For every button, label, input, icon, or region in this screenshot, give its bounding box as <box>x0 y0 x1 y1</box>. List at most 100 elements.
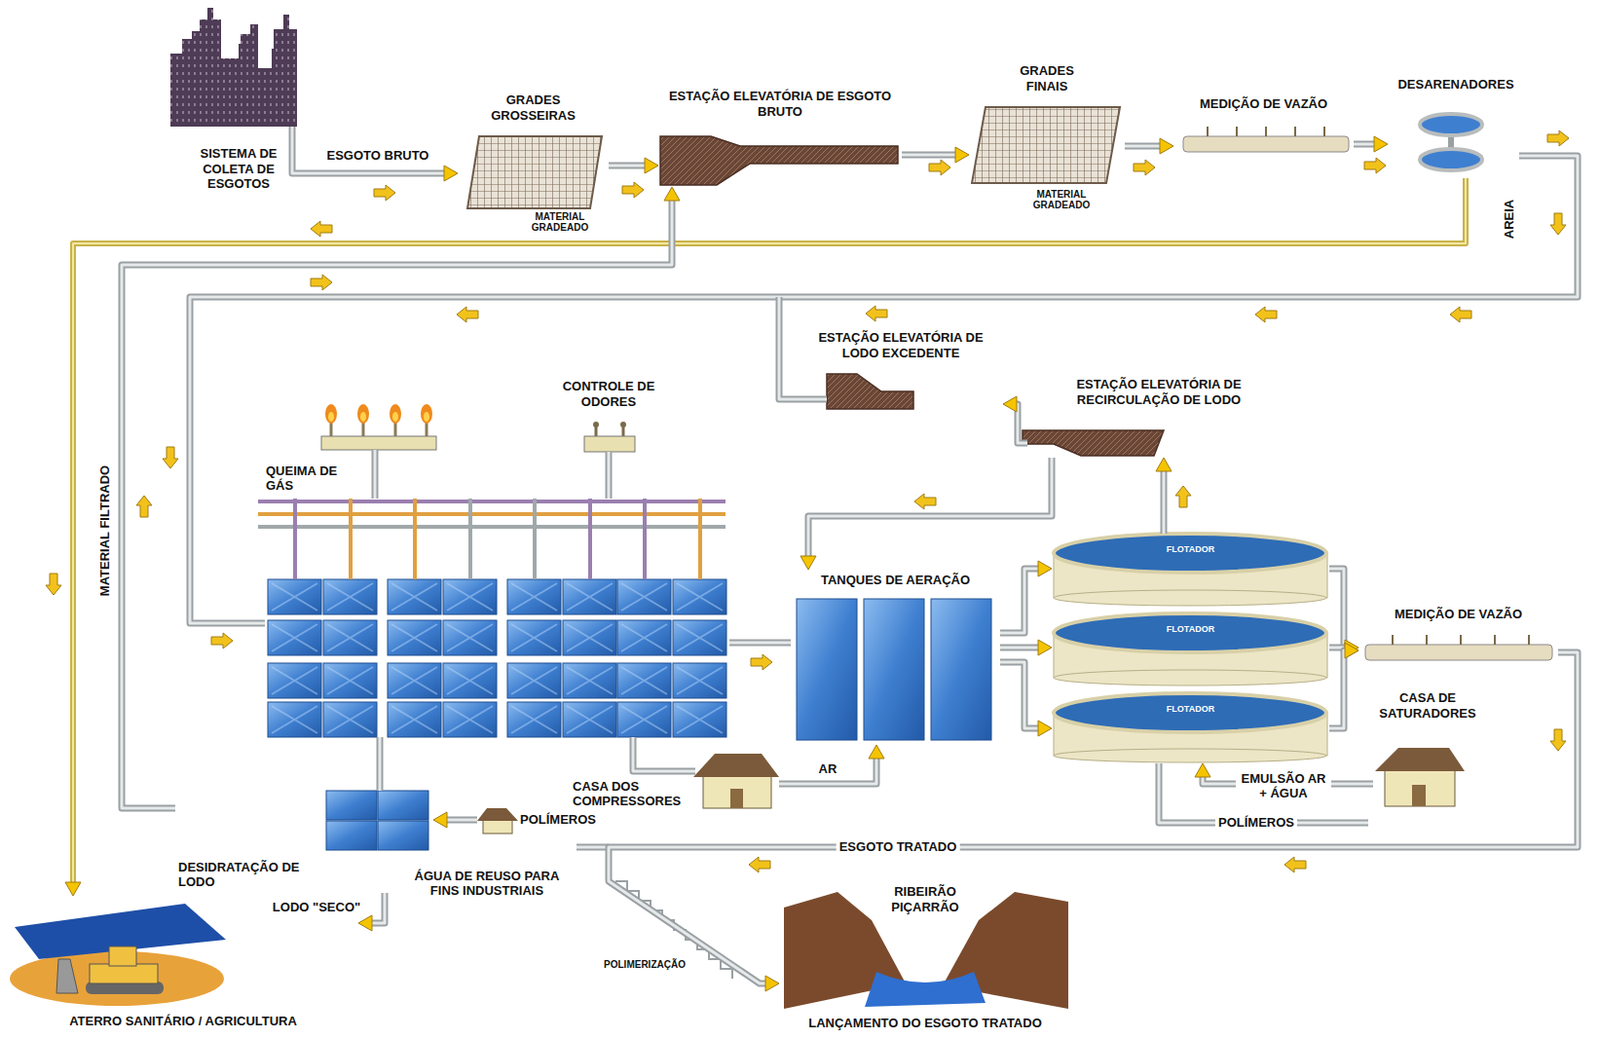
pipe-connector <box>1124 138 1174 154</box>
grit-chamber <box>1419 113 1483 136</box>
reactor-array <box>391 624 438 652</box>
plant-unit: CASA DE SATURADORES <box>1373 687 1483 812</box>
pipe-line <box>632 737 696 772</box>
unit-label: DESARENADORES <box>1397 76 1514 93</box>
flow-arrow <box>929 159 951 176</box>
grit-chamber <box>1419 113 1483 171</box>
unit-label: GRADES FINAIS <box>998 63 1096 94</box>
gas-flare <box>420 404 433 424</box>
plant-unit: POLÍMEROS <box>477 804 599 836</box>
reactor-array <box>271 706 318 734</box>
plant-unit: QUEIMA DE GÁS <box>262 401 453 497</box>
reactor-array <box>327 583 373 611</box>
pipe-connector <box>868 744 885 759</box>
reactor-array <box>391 706 438 734</box>
plant-unit: MEDIÇÃO DE VAZÃO <box>1358 603 1559 665</box>
pipe-connector <box>644 157 659 174</box>
pipe-line <box>729 641 791 645</box>
reactor-array <box>566 583 613 611</box>
pipe-connector <box>1000 568 1041 633</box>
unit-label: DESIDRATAÇÃO DE LODO <box>178 859 325 891</box>
pipe-connector <box>608 164 647 168</box>
pipe-line <box>378 737 382 791</box>
reactor-array <box>621 583 668 611</box>
pipe-connector <box>1000 560 1052 633</box>
flotation-tank <box>1053 693 1327 733</box>
pipe-label: ESGOTO TRATADO <box>836 840 961 856</box>
reactor-array <box>267 579 727 738</box>
reactor-array <box>446 667 493 695</box>
screen-grid <box>971 107 1120 184</box>
unit-label: TANQUES DE AERAÇÃO <box>820 572 970 589</box>
pipe-connector <box>608 652 1578 992</box>
pipe-connector <box>800 556 817 570</box>
pipe-connector <box>608 162 647 170</box>
reactor-array <box>676 583 723 611</box>
unit-label: FLOTADOR <box>1166 625 1215 635</box>
reactor-array <box>323 579 377 615</box>
reactor-array <box>562 702 617 738</box>
reactor-array <box>387 620 442 656</box>
pipe-connector <box>808 457 1052 559</box>
plant-unit: DESIDRATAÇÃO DE LODO <box>175 783 434 894</box>
reactor-array <box>267 579 322 615</box>
flow-meter <box>1183 136 1349 152</box>
pipe-connector <box>1329 650 1347 729</box>
flotation-tank <box>1053 669 1327 686</box>
landfill-icon <box>9 903 226 1006</box>
pipe-line <box>576 844 609 852</box>
unit-label: MEDIÇÃO DE VAZÃO <box>1394 606 1523 623</box>
reactor-array <box>621 667 668 695</box>
plant-unit: GRADES GROSSEIRAS <box>457 89 609 213</box>
reactor-array <box>566 667 613 695</box>
odor-unit <box>584 436 635 452</box>
flow-arrow <box>211 632 233 649</box>
reactor-array <box>267 663 322 699</box>
reactor-array <box>507 663 561 699</box>
gas-pipe <box>642 498 647 580</box>
flow-meter <box>1392 634 1529 645</box>
flow-arrow <box>1550 729 1566 751</box>
pump-station <box>1022 430 1164 456</box>
gas-pipe <box>258 524 726 529</box>
reactor-array <box>271 667 318 695</box>
reactor-array <box>621 624 668 652</box>
pipe-connector <box>955 147 969 163</box>
reactor-array <box>271 583 318 611</box>
screen-grid <box>467 107 1120 209</box>
pipe-line <box>189 155 1578 624</box>
flow-arrow <box>310 274 333 291</box>
pipe-connector <box>808 457 1052 559</box>
reactor-array <box>443 579 497 615</box>
reactor-array <box>562 579 617 615</box>
flow-arrow <box>162 446 179 469</box>
flow-arrow <box>1255 306 1277 323</box>
reactor-array <box>617 620 671 656</box>
screen-grid <box>467 136 602 209</box>
pipe-connector <box>65 178 1466 896</box>
odor-unit <box>595 426 624 437</box>
pipe-connector <box>779 744 885 784</box>
unit-label: ATERRO SANITÁRIO / AGRICULTURA <box>69 1013 298 1030</box>
reactor-array <box>511 583 558 611</box>
pipe-connector <box>664 186 680 201</box>
pipe-label: MATERIAL FILTRADO <box>98 462 113 599</box>
unit-label: ESTAÇÃO ELEVATÓRIA DE LODO EXCEDENTE <box>801 330 1001 361</box>
flow-arrow <box>373 185 396 201</box>
pipe-connector <box>1000 662 1041 729</box>
pipe-line <box>779 297 827 400</box>
pipe-connector <box>1353 143 1377 147</box>
flow-arrow <box>1133 159 1155 176</box>
reactor-array <box>323 702 377 738</box>
gas-pipe <box>468 498 473 580</box>
pipe-connector <box>1329 642 1359 729</box>
pipe-connector <box>65 882 81 896</box>
note-label: POLÍMEROS <box>1215 816 1298 831</box>
unit-label: CONTROLE DE ODORES <box>558 378 660 410</box>
reactor-array <box>387 702 442 738</box>
pipe-connector <box>779 756 877 784</box>
house-icon <box>1384 769 1455 807</box>
house-icon <box>477 747 1465 834</box>
dewatering-unit <box>377 820 429 851</box>
landfill-icon <box>109 946 137 967</box>
